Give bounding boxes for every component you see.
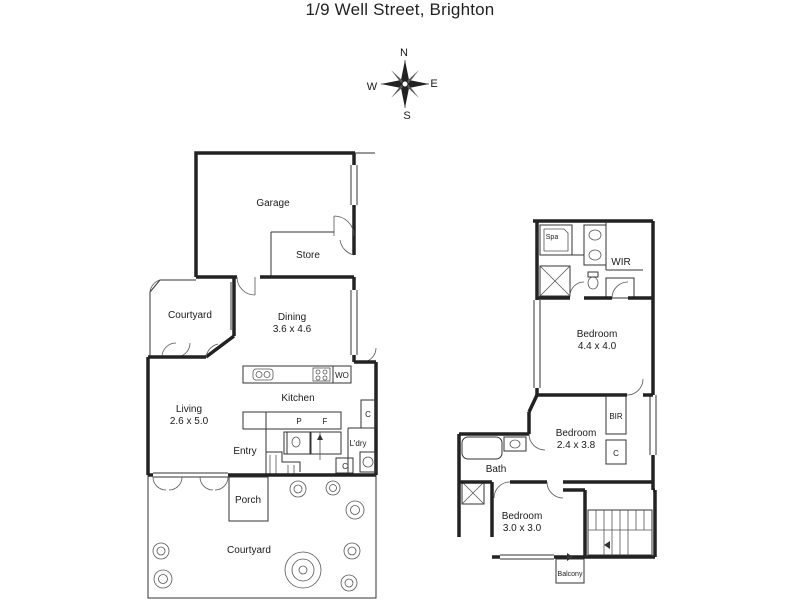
bedroom-2-dims: 2.4 x 3.8 (557, 440, 596, 451)
living-dims: 2.6 x 5.0 (170, 416, 209, 427)
bedroom-3-label: Bedroom (502, 511, 543, 522)
master-bedroom-dims: 4.4 x 4.0 (578, 341, 617, 352)
cupboard-label-upstairs: C (613, 449, 619, 458)
wall-oven-label: WO (335, 371, 349, 380)
first-floor-plan (457, 219, 657, 584)
spa-label: Spa (546, 234, 559, 241)
pantry-label: P (296, 417, 301, 426)
front-courtyard-label: Courtyard (227, 545, 271, 556)
plan-title: 1/9 Well Street, Brighton (305, 0, 495, 19)
compass-north-label: N (400, 47, 408, 59)
bedroom-3-dims: 3.0 x 3.0 (503, 523, 542, 534)
garage-label: Garage (256, 198, 290, 209)
master-bedroom-label: Bedroom (577, 329, 618, 340)
laundry-label: L'dry (349, 439, 366, 448)
compass-rose-icon (381, 60, 429, 108)
cupboard-label-2: C (342, 462, 348, 471)
bir-label: BIR (609, 412, 623, 421)
porch-label: Porch (235, 495, 261, 506)
living-label: Living (176, 404, 202, 415)
balcony-label: Balcony (558, 571, 583, 578)
dining-label: Dining (278, 312, 306, 323)
kitchen-label: Kitchen (281, 393, 314, 404)
entry-label: Entry (233, 446, 256, 457)
compass-west-label: W (367, 81, 378, 93)
fridge-label: F (323, 417, 328, 426)
compass-south-label: S (403, 110, 410, 122)
ground-floor-plan (146, 151, 378, 599)
side-courtyard-label: Courtyard (168, 310, 212, 321)
dining-dims: 3.6 x 4.6 (273, 324, 312, 335)
compass-east-label: E (430, 78, 437, 90)
wir-label: WIR (611, 257, 630, 268)
tree-icons (152, 480, 365, 592)
store-label: Store (296, 250, 320, 261)
bedroom-2-label: Bedroom (556, 428, 597, 439)
bath-label: Bath (486, 464, 507, 475)
cupboard-label-1: C (365, 410, 371, 419)
